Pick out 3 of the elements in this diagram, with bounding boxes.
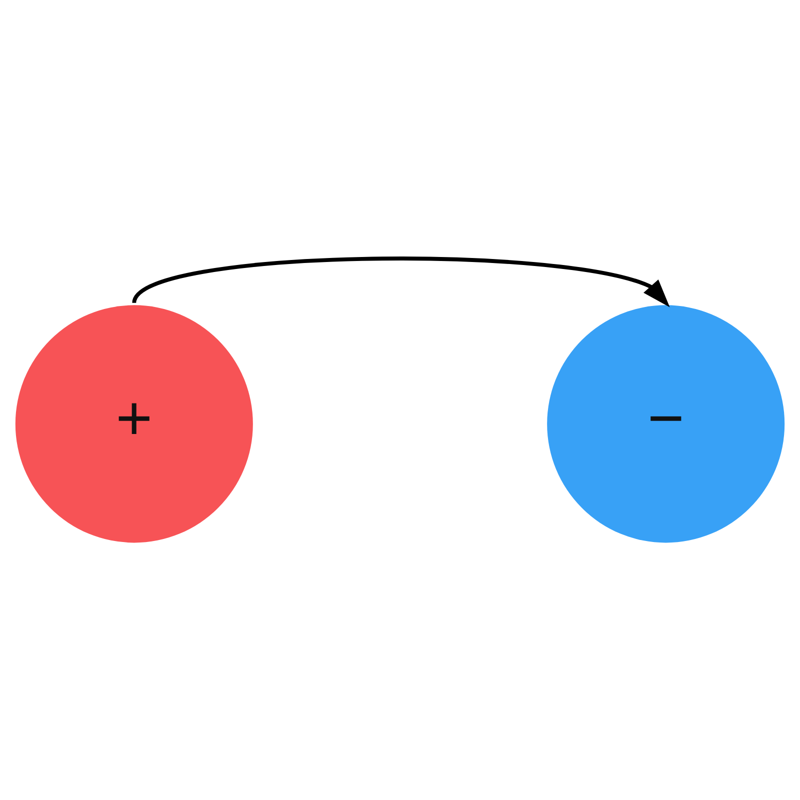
arrow — [132, 256, 670, 307]
node-circle: + — [15, 304, 253, 542]
node-circle: − — [547, 304, 785, 542]
